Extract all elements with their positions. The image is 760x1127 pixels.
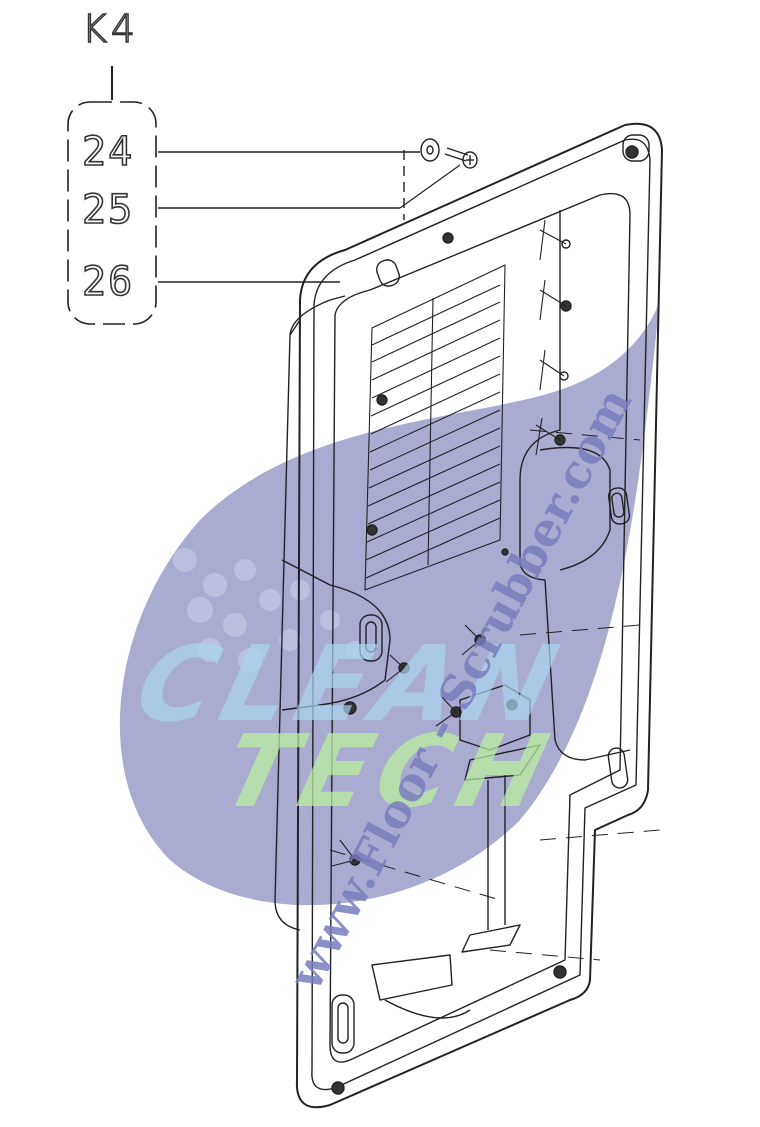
washer-part [420, 138, 440, 162]
callout-25[interactable]: 25 [81, 187, 135, 233]
mounting-slot [607, 747, 629, 789]
bottom-handle [371, 954, 453, 1001]
callout-group-bracket [67, 101, 157, 325]
mounting-slot [359, 614, 383, 662]
screw-part [444, 147, 478, 169]
callout-26[interactable]: 26 [81, 259, 135, 305]
vent-grille [364, 264, 506, 591]
mounting-slot [331, 994, 355, 1054]
latch-block [459, 684, 531, 751]
mounting-slot [607, 487, 631, 525]
group-label: K4 [81, 7, 140, 51]
callout-24[interactable]: 24 [81, 129, 135, 175]
